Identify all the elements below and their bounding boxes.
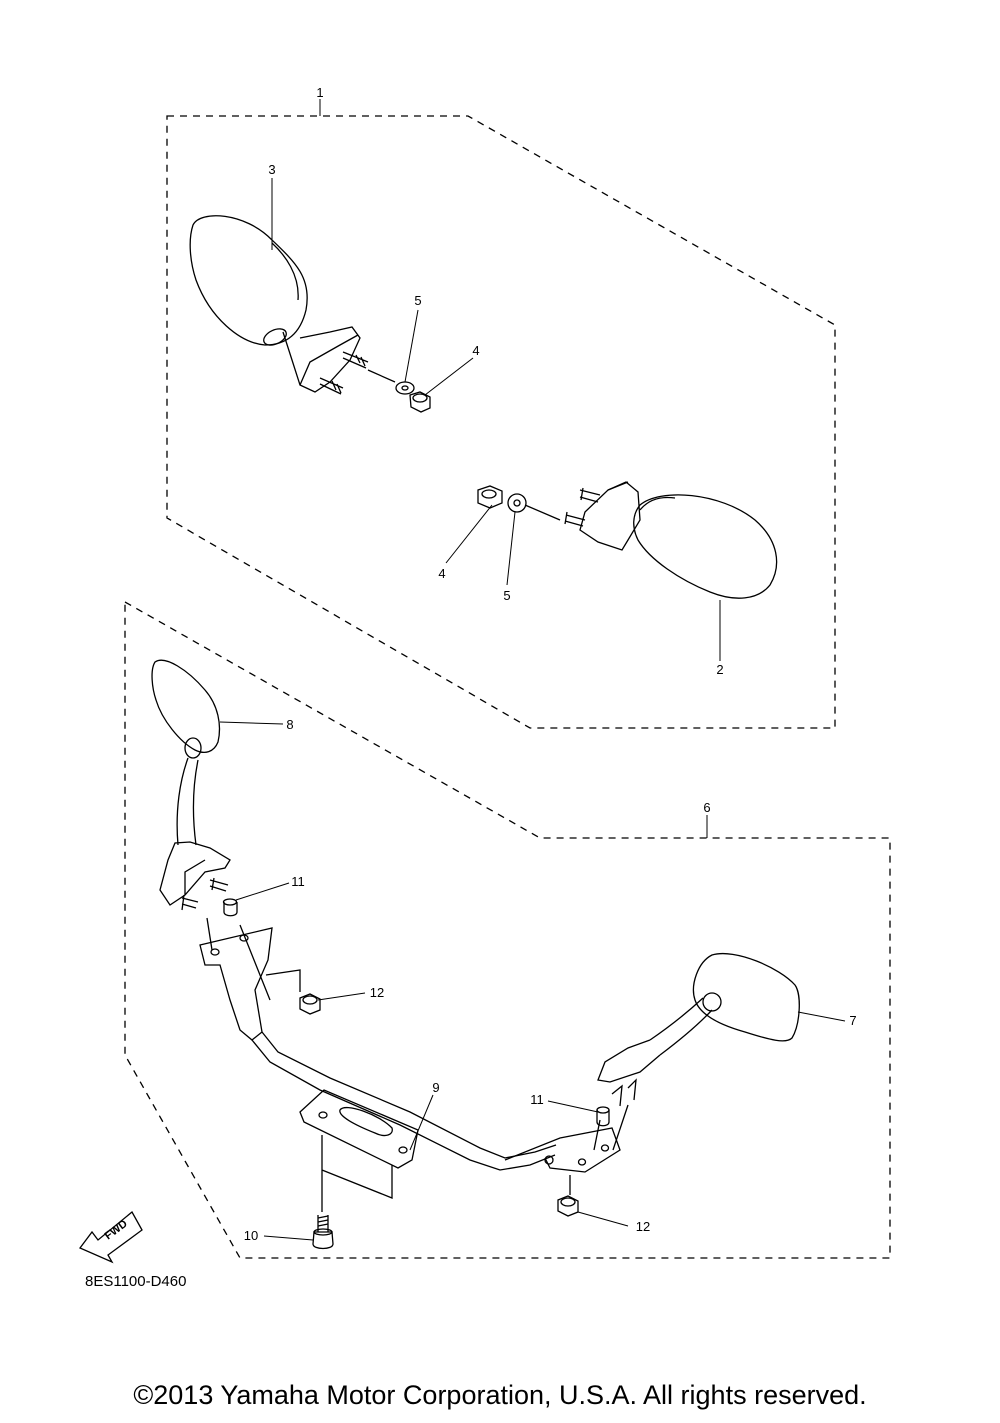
mirror-2	[564, 481, 778, 599]
group-1-boundary	[166, 115, 836, 729]
fwd-arrow-icon	[78, 1211, 143, 1264]
callout-1: 1	[316, 85, 323, 100]
nut-4-upper	[409, 391, 431, 413]
callout-labels: 1 3 5 4 4 5 2 8 6 11 12 7 9 11 10 12	[244, 85, 857, 1243]
stay-9	[199, 927, 621, 1173]
callout-2: 2	[716, 662, 723, 677]
callout-9: 9	[432, 1080, 439, 1095]
callout-12-right: 12	[636, 1219, 650, 1234]
callout-10: 10	[244, 1228, 258, 1243]
callout-11-right: 11	[530, 1092, 544, 1107]
callout-5-upper: 5	[414, 293, 421, 308]
flange-nut-12-left	[299, 993, 321, 1015]
mirror-8	[151, 659, 231, 911]
fwd-label: FWD	[103, 1218, 130, 1243]
spacer-11-right	[596, 1106, 610, 1127]
leader-lines	[219, 99, 846, 1241]
nut-4-lower	[477, 485, 503, 509]
copyright-notice: ©2013 Yamaha Motor Corporation, U.S.A. A…	[133, 1380, 867, 1410]
callout-7: 7	[849, 1013, 856, 1028]
washer-5-lower	[507, 493, 527, 513]
washer-5-upper	[395, 381, 415, 395]
callout-4-upper: 4	[472, 343, 479, 358]
callout-4-lower: 4	[438, 566, 445, 581]
mirror-3	[189, 215, 369, 395]
mirror-7	[597, 953, 800, 1107]
spacer-11-left	[222, 898, 238, 917]
callout-6: 6	[703, 800, 710, 815]
callout-5-lower: 5	[503, 588, 510, 603]
drawing-code: 8ES1100-D460	[85, 1273, 186, 1290]
callout-12-left: 12	[370, 985, 384, 1000]
callout-11-left: 11	[291, 874, 305, 889]
callout-8: 8	[286, 717, 293, 732]
bolt-10	[312, 1215, 334, 1250]
callout-3: 3	[268, 162, 275, 177]
flange-nut-12-right	[557, 1195, 579, 1217]
